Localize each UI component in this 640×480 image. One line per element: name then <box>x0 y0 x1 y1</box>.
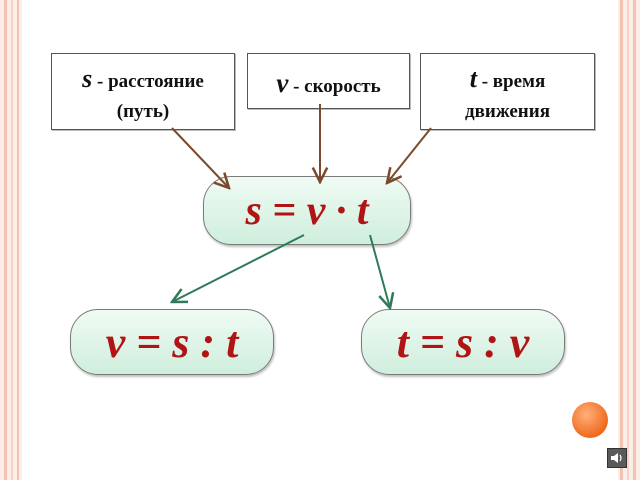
right-stripe-2 <box>627 0 629 480</box>
orange-orb-icon <box>572 402 608 438</box>
main-formula: s = v · t <box>203 176 411 245</box>
time-label-line2: движения <box>465 101 550 122</box>
left-stripe-2 <box>11 0 13 480</box>
definition-speed-box: v - скорость <box>247 53 410 109</box>
arrow-formula-to-speed <box>172 234 305 302</box>
left-stripe-3 <box>17 0 19 480</box>
speaker-icon[interactable] <box>607 448 627 468</box>
time-formula: t = s : v <box>361 309 565 375</box>
speaker-glyph <box>611 453 622 463</box>
symbol-v: v <box>276 68 289 98</box>
left-stripe-1 <box>4 0 7 480</box>
right-stripe-1 <box>620 0 623 480</box>
definition-time-box: t - время движения <box>420 53 595 130</box>
distance-label: - расстояние <box>92 71 204 92</box>
distance-label-line2: (путь) <box>116 101 170 122</box>
arrow-distance-to-formula <box>171 127 229 188</box>
arrow-formula-to-time <box>369 234 390 308</box>
definition-distance-box: s - расстояние (путь) <box>51 53 235 130</box>
symbol-s: s <box>82 64 93 93</box>
time-label: - время <box>476 71 546 92</box>
right-stripe-3 <box>633 0 636 480</box>
symbol-t: t <box>469 64 477 93</box>
speed-label: - скорость <box>288 76 381 97</box>
speed-formula: v = s : t <box>70 309 274 375</box>
arrow-time-to-formula <box>387 127 432 183</box>
